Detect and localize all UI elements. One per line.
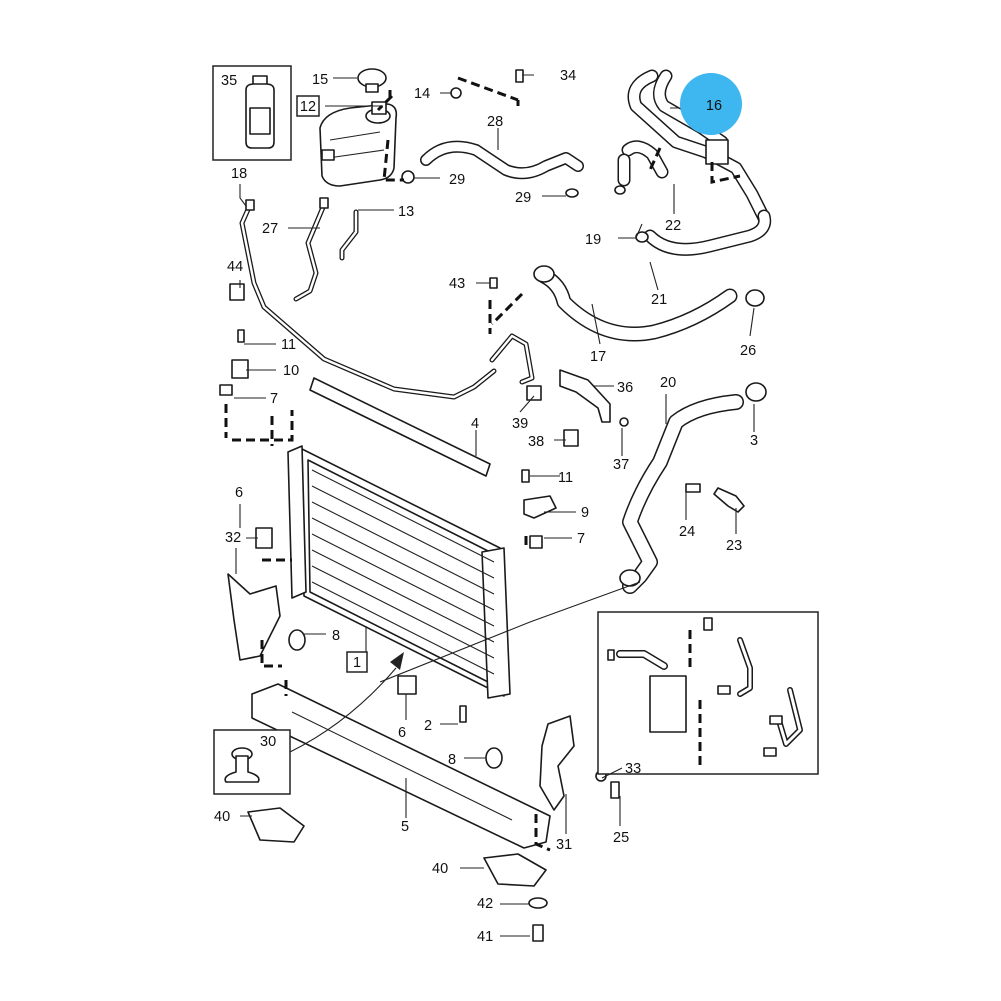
callout-36: 36: [617, 380, 633, 396]
highlight-marker-16[interactable]: 16: [680, 73, 742, 135]
callout-29a: 29: [449, 172, 465, 188]
callout-2: 2: [424, 718, 432, 734]
callout-40b: 40: [432, 861, 448, 877]
callout-6a: 6: [235, 485, 243, 501]
callout-34: 34: [560, 68, 576, 84]
hose-21: [643, 209, 772, 256]
callout-23: 23: [726, 538, 742, 554]
callout-42: 42: [477, 896, 493, 912]
hose-17: [533, 265, 738, 342]
lower-cross-member: [251, 683, 551, 849]
callout-15: 15: [312, 72, 328, 88]
inset-oil-cooler: [597, 611, 819, 775]
callout-9: 9: [581, 505, 589, 521]
callout-21: 21: [651, 292, 667, 308]
callout-12: 12: [300, 99, 316, 115]
boxed-callout-1: 1: [346, 651, 368, 673]
coolant-bottle-inset: [212, 65, 292, 161]
callout-28: 28: [487, 114, 503, 130]
callout-38: 38: [528, 434, 544, 450]
callout-44: 44: [227, 259, 243, 275]
callout-8a: 8: [332, 628, 340, 644]
side-bracket-31: [539, 715, 575, 811]
air-guide-strip: [309, 377, 491, 477]
callout-7b: 7: [577, 531, 585, 547]
callout-14: 14: [414, 86, 430, 102]
callout-39: 39: [512, 416, 528, 432]
coolant-bottle-icon: [245, 75, 275, 149]
hose-22: [617, 140, 669, 187]
expansion-tank: [319, 101, 398, 187]
callout-3: 3: [750, 433, 758, 449]
inset-30: [213, 729, 291, 795]
callout-11b: 11: [558, 470, 573, 486]
callout-26: 26: [740, 343, 756, 359]
callout-22: 22: [665, 218, 681, 234]
bolt-and-washer: [528, 897, 548, 942]
callout-31: 31: [556, 837, 572, 853]
callout-1: 1: [353, 655, 361, 671]
callout-30: 30: [260, 734, 276, 750]
hose-16: [627, 69, 771, 225]
grommet-icon: [224, 747, 260, 783]
callout-37: 37: [613, 457, 629, 473]
bleed-tubes: [239, 197, 535, 400]
callout-11a: 11: [281, 337, 296, 353]
callout-33: 33: [625, 761, 641, 777]
callout-8b: 8: [448, 752, 456, 768]
callout-35: 35: [221, 73, 237, 89]
callout-7a: 7: [270, 391, 278, 407]
callout-40a: 40: [214, 809, 230, 825]
callout-4: 4: [471, 416, 479, 432]
callout-18: 18: [231, 166, 247, 182]
callout-13: 13: [398, 204, 414, 220]
callout-5: 5: [401, 819, 409, 835]
callout-6b: 6: [398, 725, 406, 741]
callout-43: 43: [449, 276, 465, 292]
callout-27: 27: [262, 221, 278, 237]
callout-24: 24: [679, 524, 695, 540]
tank-cap: [357, 68, 387, 93]
bracket-40-left: [247, 807, 305, 843]
callout-10: 10: [283, 363, 299, 379]
hose-28: [420, 140, 584, 180]
callout-16: 16: [706, 98, 722, 114]
callout-arrow: [289, 652, 404, 753]
dashed-connectors: [224, 76, 741, 852]
callout-19: 19: [585, 232, 601, 248]
callout-41: 41: [477, 929, 493, 945]
callout-29b: 29: [515, 190, 531, 206]
bracket-40-right: [483, 853, 547, 887]
callout-25: 25: [613, 830, 629, 846]
callout-20: 20: [660, 375, 676, 391]
callout-17: 17: [590, 349, 606, 365]
callout-32: 32: [225, 530, 241, 546]
boxed-callout-12: 12: [296, 95, 320, 117]
callout-labels: 35 15 14 34 28 29 29 18 13 27 44 22 19 2…: [214, 68, 758, 945]
side-bracket-32: [227, 573, 281, 661]
radiator: [287, 445, 511, 699]
small-fittings: [219, 69, 767, 549]
